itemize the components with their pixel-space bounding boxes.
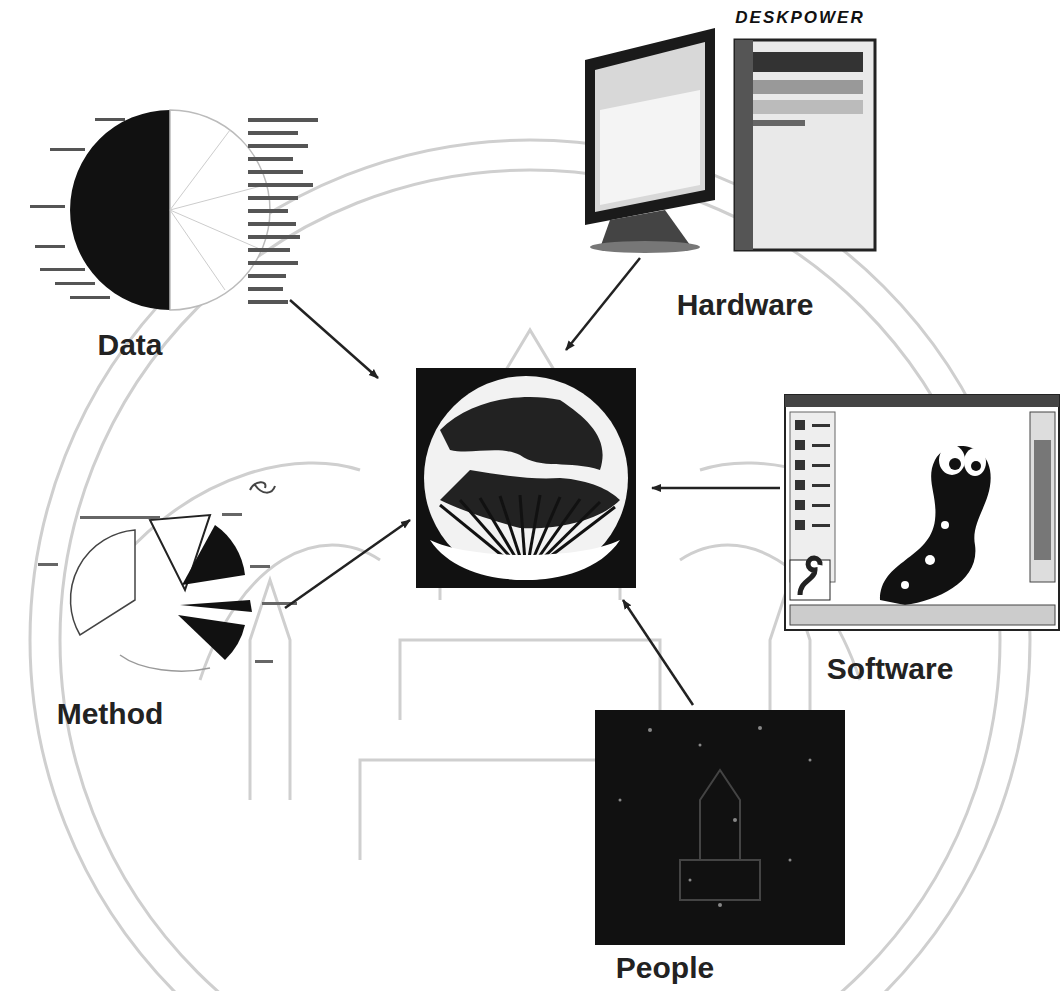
people-part: People xyxy=(590,705,850,991)
data-pie-chart xyxy=(30,110,318,310)
brand-label: DESKPOWER xyxy=(735,8,864,28)
hardware-part: Hardware xyxy=(550,25,890,325)
computer-picture xyxy=(585,28,875,253)
arrows xyxy=(285,258,780,705)
method-part: Method xyxy=(30,440,330,740)
component-label: Method xyxy=(57,697,164,731)
component-label: People xyxy=(616,951,714,985)
software-part: Software xyxy=(780,390,1061,690)
component-label: Hardware xyxy=(677,288,814,322)
data-part: Data xyxy=(20,100,330,370)
component-label: Data xyxy=(97,328,162,362)
people-picture xyxy=(595,710,845,945)
method-pie-chart xyxy=(38,482,297,671)
component-label: Software xyxy=(827,652,954,686)
globe-picture xyxy=(416,368,636,588)
software-screenshot xyxy=(785,395,1059,630)
